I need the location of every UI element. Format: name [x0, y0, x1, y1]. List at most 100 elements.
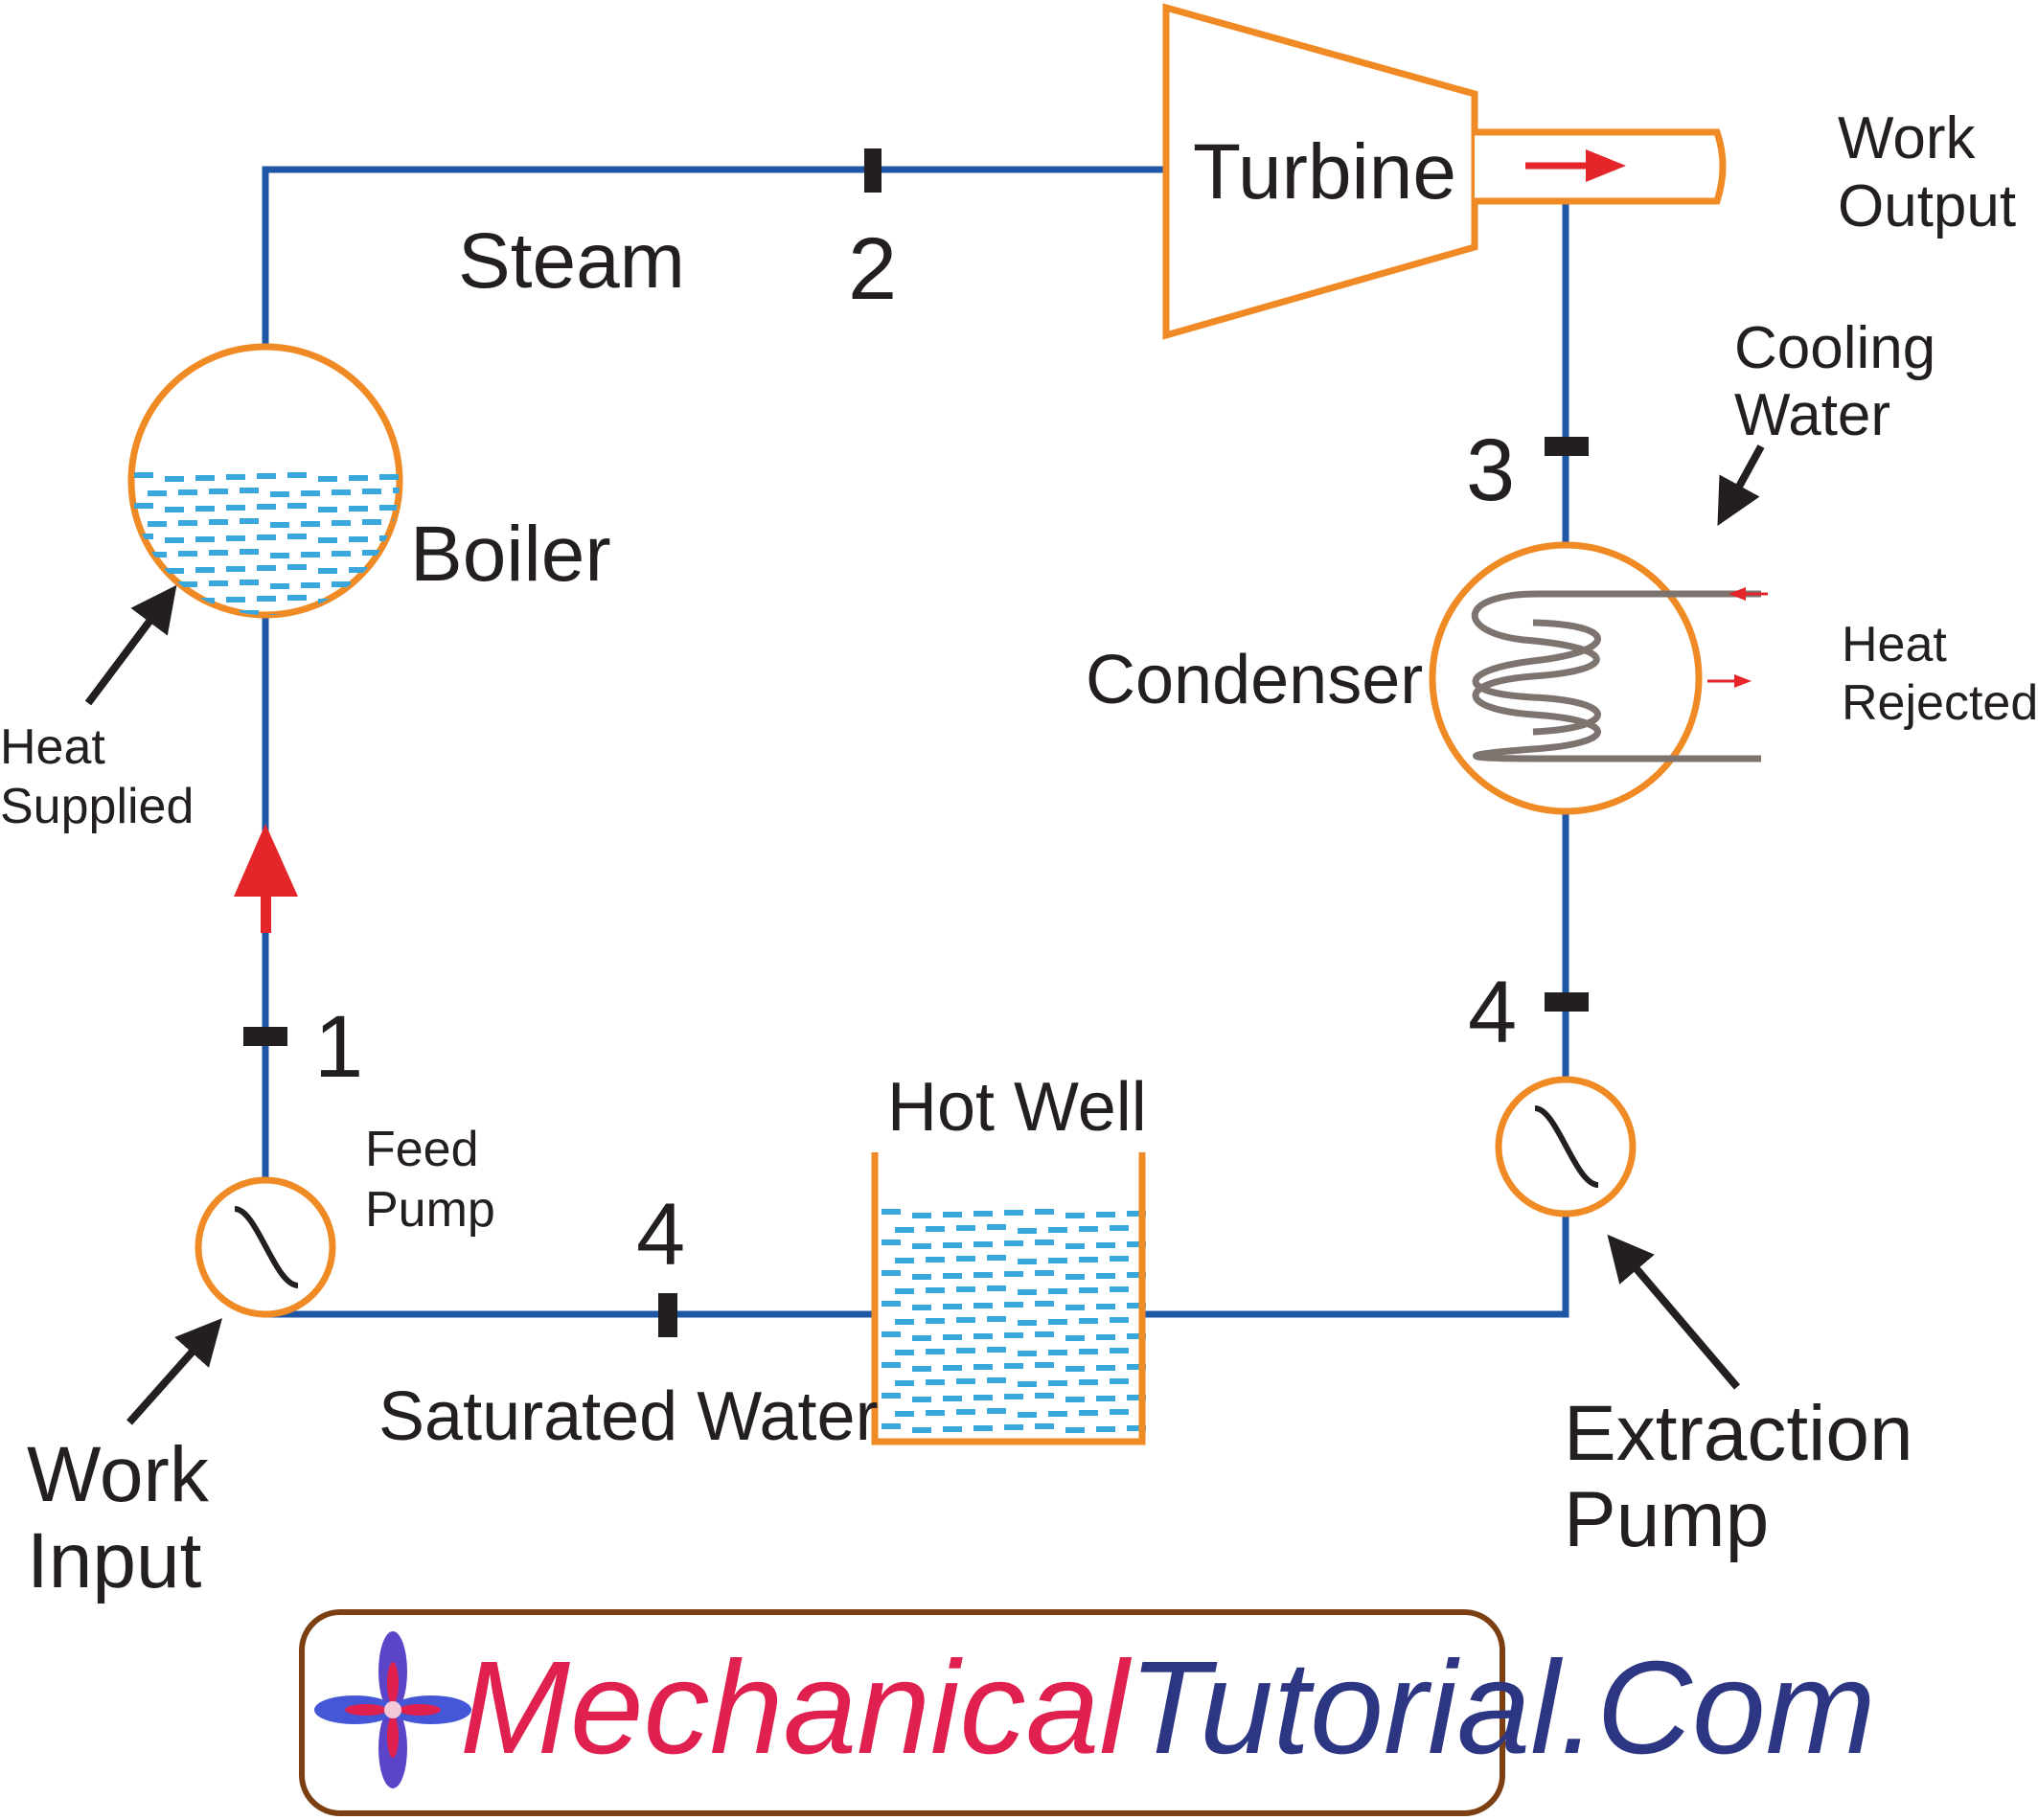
hot-well-water-dash: [926, 1410, 945, 1416]
hot-well-water-dash: [926, 1318, 945, 1324]
boiler-water-dash: [349, 506, 368, 512]
label-point-2: 2: [848, 220, 897, 318]
hot-well-water-dash: [956, 1317, 975, 1323]
boiler-water-dash: [134, 503, 153, 509]
hot-well-water-dash: [1004, 1424, 1023, 1430]
label-boiler: Boiler: [410, 511, 611, 598]
hot-well-water-dash: [912, 1427, 931, 1433]
hot-well-water-dash: [882, 1362, 901, 1368]
boiler-water-dash: [134, 595, 153, 601]
hot-well-water-dash: [1096, 1426, 1115, 1432]
boiler-water-dash: [318, 507, 337, 512]
hot-well-water-dash: [1096, 1334, 1115, 1340]
hot-well-water-dash: [1065, 1335, 1085, 1341]
boiler-water-dash: [332, 581, 351, 587]
hot-well-water-dash: [1110, 1286, 1129, 1292]
boiler-water-dash: [257, 535, 276, 540]
hot-well-water-dash: [956, 1409, 975, 1415]
label-point-1: 1: [314, 998, 363, 1096]
hot-well-water-dash: [956, 1286, 975, 1292]
label-turbine: Turbine: [1193, 128, 1456, 216]
hot-well-water-dash: [1096, 1273, 1115, 1279]
hot-well-water-dash: [1096, 1304, 1115, 1309]
boiler-water-dash: [287, 534, 307, 539]
boiler-water-dash: [209, 489, 228, 494]
label-heat-rejected-2: Rejected: [1842, 675, 2038, 731]
flower-icon: [314, 1631, 471, 1788]
hot-well-water-dash: [1079, 1318, 1098, 1324]
boiler-water: [134, 472, 400, 615]
boiler-water-dash: [393, 549, 400, 555]
hot-well-water-dash: [987, 1316, 1006, 1322]
boiler-water-dash: [178, 581, 197, 587]
hot-well-water-dash: [973, 1333, 993, 1339]
boiler-water-dash: [148, 521, 167, 527]
boiler-water-dash: [379, 474, 399, 480]
extraction-pump: [1495, 1076, 1637, 1217]
hot-well-water-dash: [1065, 1427, 1085, 1433]
boiler-water-dash: [301, 521, 320, 527]
hot-well-water-dash: [895, 1411, 914, 1417]
hot-well-water-dash: [926, 1257, 945, 1263]
boiler-water-dash: [165, 507, 184, 512]
hot-well-tank: [871, 1152, 1146, 1445]
boiler-water-dash: [148, 582, 167, 588]
hot-well-water-dash: [895, 1258, 914, 1263]
boiler-water-dash: [195, 536, 215, 542]
hot-well-water-dash: [1096, 1242, 1115, 1248]
boiler-water-dash: [257, 565, 276, 571]
boiler-water-dash: [195, 475, 215, 481]
hot-well-water-dash: [1127, 1211, 1146, 1217]
hot-well-water-dash: [895, 1380, 914, 1386]
label-saturated-water: Saturated Water: [378, 1378, 879, 1455]
hot-well-water-dash: [943, 1334, 962, 1340]
boiler-water-dash: [301, 613, 320, 615]
pipe-boiler-to-turbine: [262, 166, 1170, 353]
hot-well-water-dash: [973, 1241, 993, 1247]
hot-well-water-dash: [1035, 1209, 1054, 1215]
label-heat-rejected-1: Heat: [1842, 617, 1947, 672]
boiler-water-dash: [270, 583, 289, 589]
boiler-water-dash: [178, 489, 197, 495]
hot-well-water-dash: [987, 1347, 1006, 1353]
label-extraction-pump-2: Pump: [1564, 1476, 1769, 1563]
extraction-pump-arrow: [1607, 1234, 1741, 1390]
boiler-water-dash: [195, 567, 215, 573]
hot-well-water-dash: [1018, 1228, 1037, 1234]
hot-well-water-dash: [1065, 1397, 1085, 1402]
cooling-water-arrow: [1717, 444, 1765, 527]
hot-well-water-dash: [987, 1408, 1006, 1414]
hot-well-water-dash: [1079, 1287, 1098, 1293]
label-feed-pump-2: Pump: [365, 1182, 495, 1238]
hot-well-water-dash: [912, 1305, 931, 1310]
boiler-water-dash: [287, 472, 307, 478]
hot-well-water-dash: [1065, 1243, 1085, 1249]
hot-well-water-dash: [1035, 1240, 1054, 1245]
hot-well-water-dash: [1004, 1332, 1023, 1338]
hot-well-water-dash: [882, 1331, 901, 1337]
hot-well-water: [882, 1209, 1146, 1433]
boiler-water-dash: [270, 491, 289, 497]
hot-well-water-dash: [912, 1366, 931, 1372]
hot-well-water-dash: [943, 1242, 962, 1248]
boiler-water-dash: [134, 564, 153, 570]
hot-well-water-dash: [1110, 1409, 1129, 1415]
hot-well-water-dash: [1018, 1412, 1037, 1418]
boiler-water-dash: [379, 597, 399, 603]
hot-well-water-dash: [987, 1377, 1006, 1383]
boiler-water-dash: [226, 535, 245, 541]
label-heat-supplied-1: Heat: [0, 719, 105, 775]
hot-well-water-dash: [895, 1288, 914, 1294]
boiler-water-dash: [332, 520, 351, 526]
hot-well-water-dash: [1110, 1317, 1129, 1323]
boiler-water-dash: [226, 505, 245, 511]
boiler-water-dash: [349, 598, 368, 603]
hot-well-water-dash: [1004, 1271, 1023, 1277]
condenser-shell: [1429, 541, 1703, 815]
hot-well-water-dash: [1048, 1227, 1067, 1233]
hot-well-water-dash: [1004, 1394, 1023, 1399]
boiler-water-dash: [379, 566, 399, 572]
hot-well-water-dash: [1035, 1331, 1054, 1337]
hot-well-water-dash: [1065, 1305, 1085, 1310]
